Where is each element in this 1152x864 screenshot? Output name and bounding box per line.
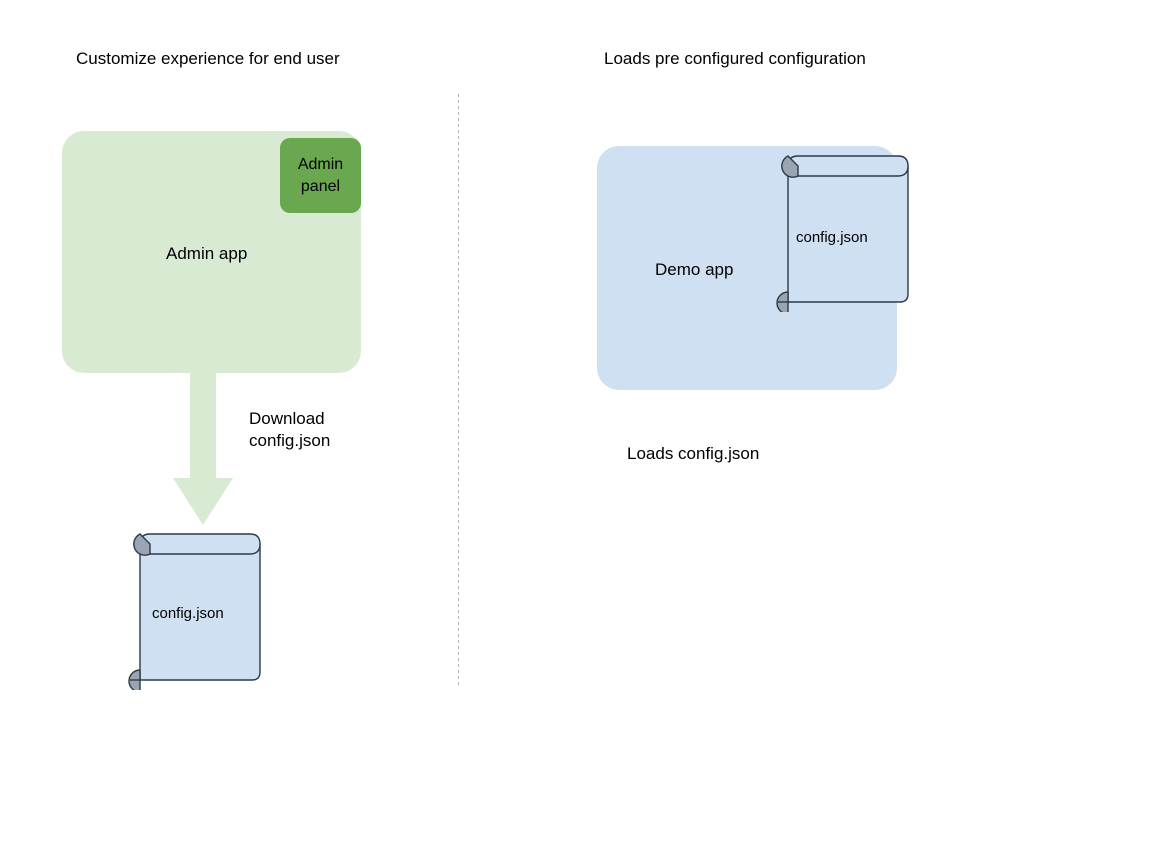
download-caption-line1: Download: [249, 409, 325, 428]
admin-panel-box[interactable]: Admin panel: [280, 138, 361, 213]
admin-panel-label-line1: Admin: [297, 155, 344, 173]
download-arrow-icon: [173, 368, 233, 525]
admin-app-label: Admin app: [166, 244, 248, 263]
download-arrow-caption: Download config.json: [249, 408, 330, 452]
config-json-label-right: config.json: [796, 229, 868, 246]
config-json-document-left[interactable]: [118, 528, 268, 690]
config-json-label-left: config.json: [152, 605, 224, 622]
column-title-left: Customize experience for end user: [76, 49, 340, 68]
column-divider: [458, 94, 459, 686]
config-json-document-right[interactable]: [766, 150, 916, 312]
demo-app-label: Demo app: [655, 260, 734, 279]
admin-panel-label: Admin panel: [298, 154, 343, 198]
column-title-right: Loads pre configured configuration: [604, 49, 866, 68]
loads-config-caption: Loads config.json: [627, 444, 760, 463]
download-caption-line2: config.json: [249, 431, 331, 450]
admin-panel-label-line2: panel: [300, 177, 341, 195]
